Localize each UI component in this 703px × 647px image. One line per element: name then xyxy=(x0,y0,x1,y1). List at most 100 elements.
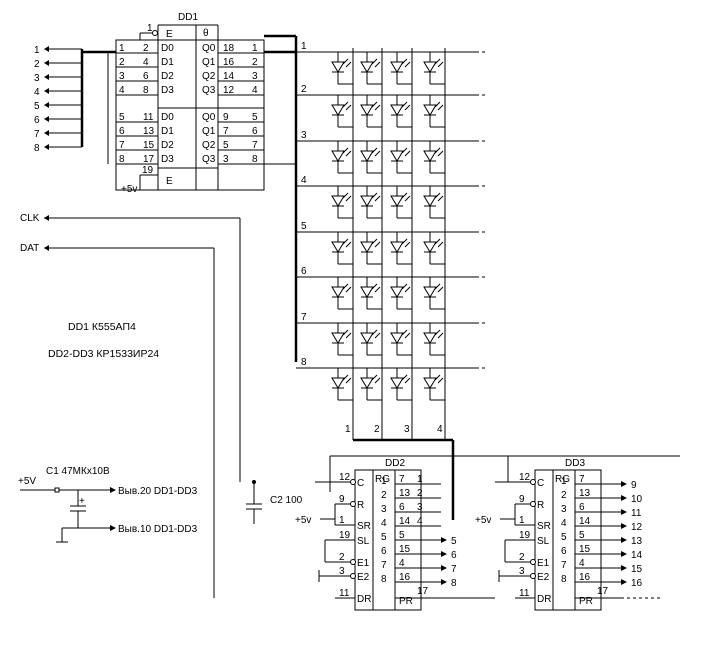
chip-left-label: E1 xyxy=(537,558,550,569)
dd1-output-ext-pin: 7 xyxy=(252,140,258,151)
wire xyxy=(345,150,352,157)
led-icon xyxy=(390,377,404,389)
dd1-input-pin: 2 xyxy=(143,43,149,54)
chip-left-label: C xyxy=(537,478,544,489)
chip-out-index: 1 xyxy=(561,476,567,487)
chip-left-pin: 3 xyxy=(519,566,525,577)
led-icon xyxy=(423,377,437,389)
wire xyxy=(434,283,441,290)
wire xyxy=(371,58,378,65)
dd1-e-top: E xyxy=(166,29,173,40)
wire xyxy=(401,192,408,199)
input-line-label: 7 xyxy=(34,129,40,140)
dd1-q-label: Q0 xyxy=(202,43,216,54)
wire xyxy=(374,61,381,68)
led-icon xyxy=(360,150,374,162)
chip-out-ext: 6 xyxy=(451,550,457,561)
chip-pr-label: PR xyxy=(579,596,593,607)
wire xyxy=(401,238,408,245)
led-icon xyxy=(423,104,437,116)
chip-out-pin: 5 xyxy=(579,530,585,541)
chip-out-ext: 4 xyxy=(417,516,423,527)
chip-pr-label: PR xyxy=(399,596,413,607)
wire xyxy=(437,241,444,248)
led-icon xyxy=(423,286,437,298)
dd1-d-label: D2 xyxy=(161,140,174,151)
dd1-input-ext-pin: 8 xyxy=(119,154,125,165)
output-arrow-icon xyxy=(621,523,627,529)
dd1-input-ext-pin: 6 xyxy=(119,126,125,137)
dd1-q-label: Q1 xyxy=(202,126,216,137)
wire xyxy=(371,238,378,245)
output-arrow-icon xyxy=(621,509,627,515)
led-icon xyxy=(360,286,374,298)
led-icon xyxy=(390,332,404,344)
chip-out-pin: 5 xyxy=(399,530,405,541)
dd1-input-pin: 6 xyxy=(143,71,149,82)
wire xyxy=(437,377,444,384)
inversion-dot xyxy=(350,573,356,579)
row-label: 5 xyxy=(301,221,307,232)
output-arrow-icon xyxy=(441,551,447,557)
led-icon xyxy=(390,241,404,253)
wire xyxy=(434,238,441,245)
wire xyxy=(345,241,352,248)
led-icon xyxy=(331,61,345,73)
led-icon xyxy=(423,61,437,73)
wire xyxy=(401,283,408,290)
wire xyxy=(342,238,349,245)
wire xyxy=(371,101,378,108)
wire xyxy=(434,101,441,108)
chip-out-pin: 13 xyxy=(399,488,411,499)
wire xyxy=(342,192,349,199)
dd1-input-pin: 13 xyxy=(143,126,155,137)
chip-left-label: SL xyxy=(537,536,550,547)
c2-label: C2 100 xyxy=(270,495,303,506)
note-dd23: DD2-DD3 КР1533ИР24 xyxy=(48,348,159,360)
wire xyxy=(342,58,349,65)
chip-pr-pin: 17 xyxy=(417,586,429,597)
wire xyxy=(401,374,408,381)
wire xyxy=(345,286,352,293)
pin20-label: Выв.20 DD1-DD3 xyxy=(118,486,198,497)
chip-left-label: DR xyxy=(537,594,551,605)
chip-out-pin: 6 xyxy=(399,502,405,513)
c2-capacitor: C2 100 xyxy=(246,480,303,524)
dd1-output-ext-pin: 3 xyxy=(252,71,258,82)
chip-out-index: 8 xyxy=(561,574,567,585)
dd1-pin-e-bottom: 19 xyxy=(142,165,154,176)
row-label: 3 xyxy=(301,130,307,141)
chip-out-ext: 11 xyxy=(631,508,642,519)
wire xyxy=(404,377,411,384)
chip-out-pin: 16 xyxy=(579,572,591,583)
dd1-output-ext-pin: 8 xyxy=(252,154,258,165)
chip-out-index: 4 xyxy=(561,518,567,529)
dd1-chip: DD1 E θ E 1 19 +5v xyxy=(115,12,265,195)
dd1-q-label: Q2 xyxy=(202,71,216,82)
input-arrow-icon xyxy=(44,130,49,136)
chip-out-index: 4 xyxy=(381,518,387,529)
chip-out-pin: 7 xyxy=(399,474,405,485)
wire xyxy=(401,329,408,336)
dd1-output-ext-pin: 6 xyxy=(252,126,258,137)
chip-left-pin: 3 xyxy=(339,566,345,577)
chip-out-ext: 14 xyxy=(631,550,643,561)
chip-left-label: C xyxy=(357,478,364,489)
chip-out-index: 7 xyxy=(381,560,387,571)
chip-left-pin: 11 xyxy=(519,588,530,599)
dd1-output-ext-pin: 1 xyxy=(252,43,258,54)
dd1-d-label: D0 xyxy=(161,43,174,54)
inversion-dot xyxy=(350,479,356,485)
wire xyxy=(401,101,408,108)
column-label: 1 xyxy=(345,424,351,435)
chip-out-pin: 4 xyxy=(579,558,585,569)
inversion-dot xyxy=(530,479,536,485)
wire xyxy=(437,332,444,339)
chip-out-pin: 14 xyxy=(579,516,591,527)
chip-supply: +5v xyxy=(475,515,491,526)
wire xyxy=(437,61,444,68)
column-label: 4 xyxy=(437,424,443,435)
led-icon xyxy=(390,195,404,207)
